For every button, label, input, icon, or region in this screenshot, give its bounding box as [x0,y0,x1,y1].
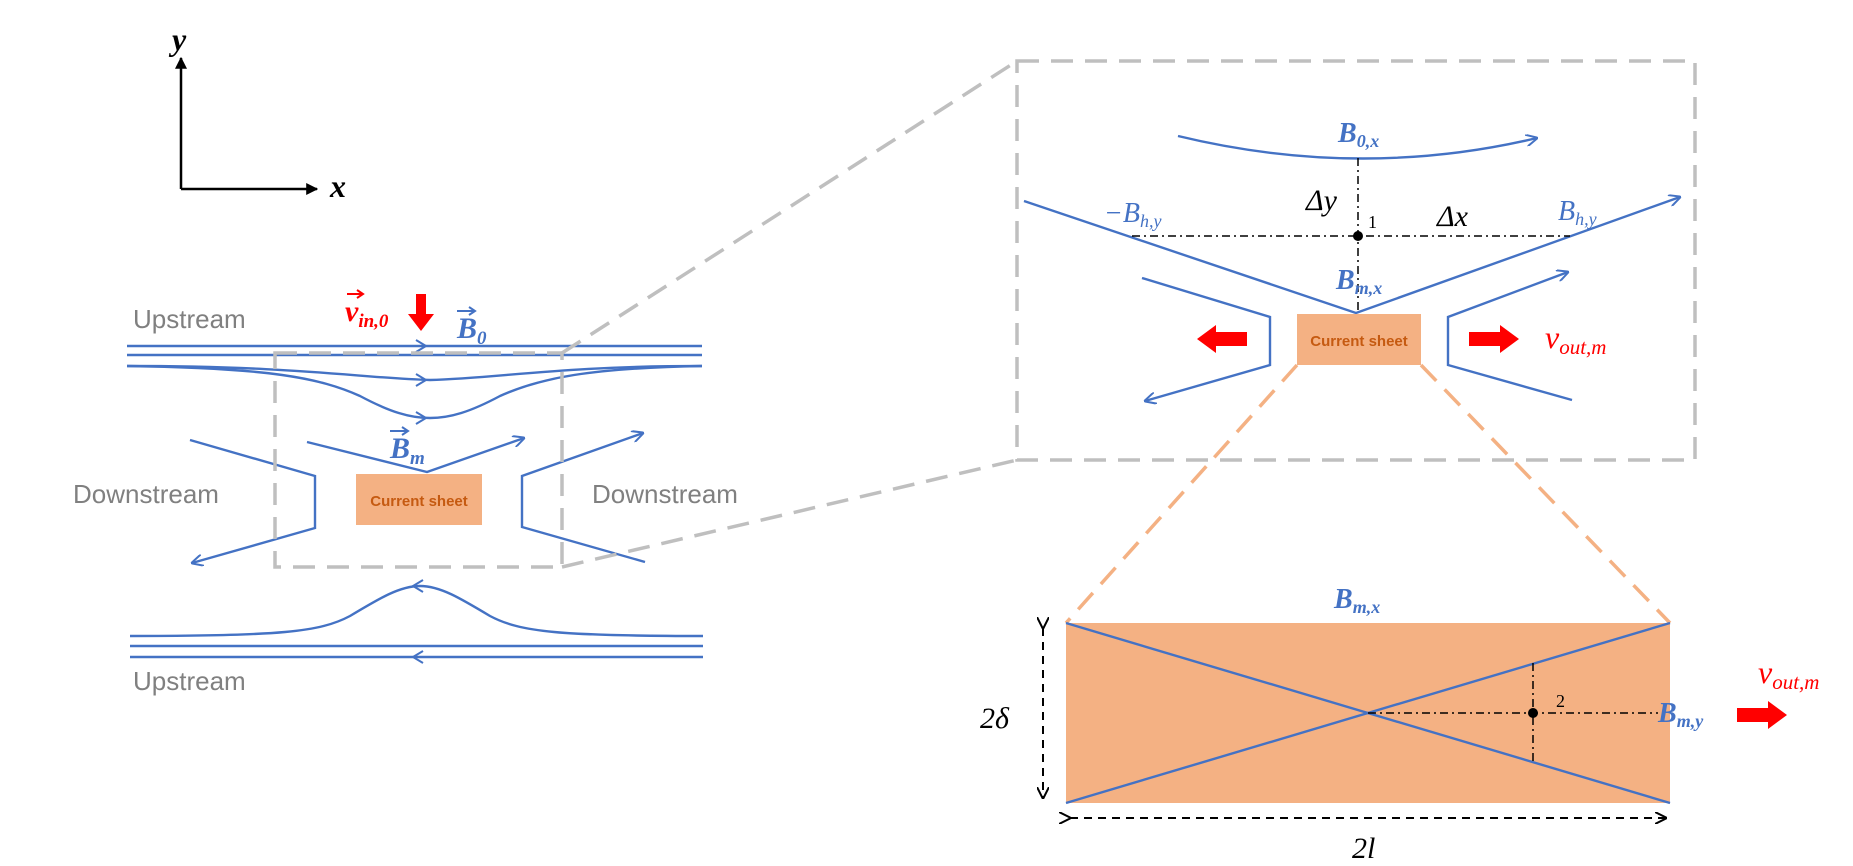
outflow-arrow-right [1469,325,1519,353]
y-axis-label: y [168,21,187,57]
current-sheet-label: Current sheet [370,493,468,510]
bottom-right-panel: 2 2δ 2l Bm,x Bm,y vout,m [980,584,1819,865]
downstream-left-label: Downstream [73,479,219,509]
zoom-connector [561,458,1018,569]
left-panel: Current sheet Upstream Upstream Downstre… [73,289,738,696]
point-2 [1528,708,1538,718]
two-delta-label: 2δ [980,702,1010,735]
bmy-label: Bm,y [1657,698,1704,731]
field-line [129,584,704,638]
zoom-box-left [273,351,564,569]
field-line [520,433,645,564]
inflow-velocity-label: vin,0 [345,289,389,332]
current-sheet-label: Current sheet [1310,333,1408,350]
bhy-label: Bh,y [1558,196,1597,229]
b0-label: B0 [456,306,487,349]
vout-label: vout,m [1545,319,1606,359]
two-l-label: 2l [1352,832,1375,865]
field-arrow [415,339,428,353]
current-sheet [356,474,482,525]
neg-bhy-label: −Bh,y [1104,198,1162,231]
svg-text:B0: B0 [456,312,487,349]
zoom-box-top-right [1015,59,1697,462]
point-2-label: 2 [1556,691,1565,711]
field-line [1023,197,1680,315]
vout-label: vout,m [1758,654,1819,694]
upstream-top-label: Upstream [133,304,246,334]
inflow-arrow [408,294,434,331]
bmx-label: Bm,x [1335,265,1382,298]
x-axis-label: x [329,168,346,204]
field-arrow [411,650,424,664]
bm-label: Bm [389,426,425,469]
zoom-connector-orange [1064,363,1299,625]
field-line [126,364,703,382]
top-right-panel: 1 Current sheet B0,x Δy Δx −Bh,y Bh,y Bm… [1015,59,1697,462]
bmx-label: Bm,x [1333,584,1380,617]
delta-y-label: Δy [1305,184,1338,217]
zoom-connector-orange [1419,363,1672,625]
upstream-bottom-label: Upstream [133,666,246,696]
field-line [190,438,317,563]
svg-text:Bm: Bm [389,432,425,469]
field-line [1141,276,1272,401]
delta-x-label: Δx [1436,200,1469,233]
coordinate-axes: y x [168,21,346,204]
field-line [1446,272,1573,402]
zoom-connector [561,59,1018,355]
point-1 [1353,231,1363,241]
field-arrow [415,373,428,387]
svg-text:vin,0: vin,0 [345,295,389,332]
b0x-label: B0,x [1337,118,1379,151]
outflow-arrow-left [1197,325,1247,353]
field-arrow [415,411,428,425]
field-line [126,364,703,420]
point-1-label: 1 [1368,212,1377,232]
field-arrow [411,579,424,593]
current-sheet [1297,314,1421,365]
outflow-arrow [1737,701,1787,729]
field-line [306,438,524,474]
downstream-right-label: Downstream [592,479,738,509]
